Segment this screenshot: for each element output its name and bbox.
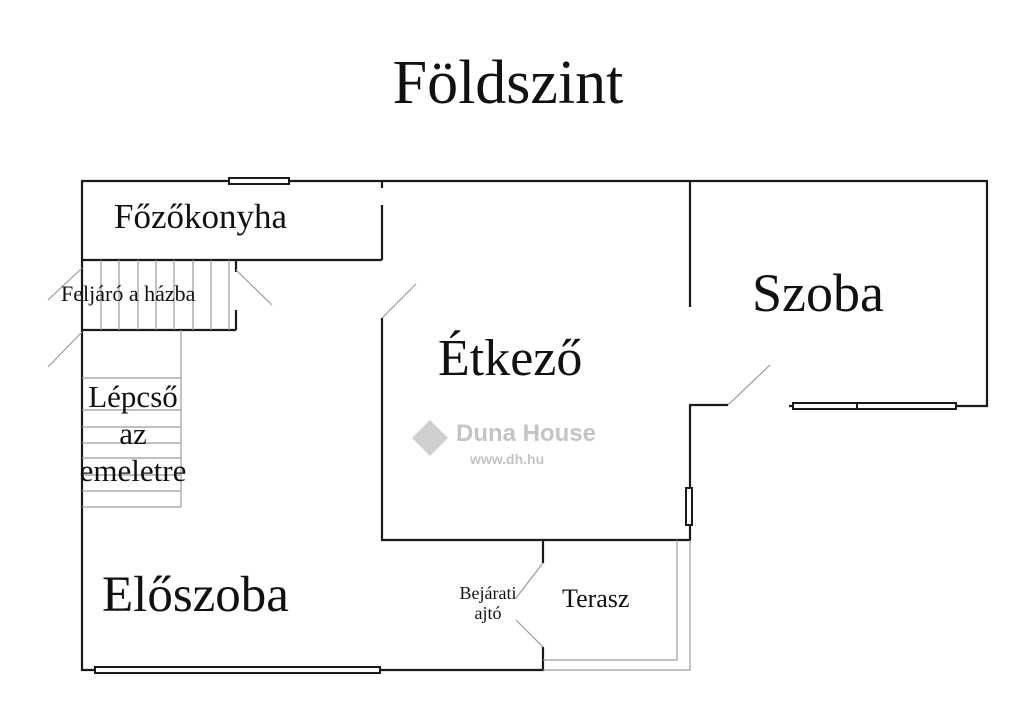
room-label-terrace: Terasz bbox=[562, 584, 630, 613]
room-label-staircase: Lépcső az emeletre bbox=[48, 378, 218, 489]
page-title: Földszint bbox=[392, 49, 624, 117]
windows bbox=[94, 177, 957, 674]
door-label-entrance: Bejárati ajtó bbox=[440, 583, 536, 623]
staircase-label-line3: emeletre bbox=[79, 453, 187, 488]
room-label-dining: Étkező bbox=[438, 330, 583, 387]
entry-steps bbox=[100, 260, 230, 330]
staircase bbox=[82, 330, 182, 508]
staircase-label-line1: Lépcső bbox=[88, 379, 178, 414]
staircase-label-line2: az bbox=[119, 416, 147, 451]
door-label-line1: Bejárati bbox=[459, 583, 517, 603]
room-label-kitchen: Főzőkonyha bbox=[114, 197, 288, 236]
room-label-hall: Előszoba bbox=[102, 567, 289, 623]
watermark-logo-icon bbox=[412, 420, 448, 456]
door-label-line2: ajtó bbox=[474, 603, 502, 623]
terrace-outline bbox=[543, 540, 691, 671]
room-label-entry-stairs: Feljáró a házba bbox=[61, 281, 196, 306]
watermark-brand: Duna House bbox=[456, 420, 597, 447]
doors bbox=[47, 267, 771, 648]
room-label-room: Szoba bbox=[752, 263, 884, 323]
walls bbox=[80, 179, 989, 672]
watermark-url: www.dh.hu bbox=[470, 451, 545, 467]
